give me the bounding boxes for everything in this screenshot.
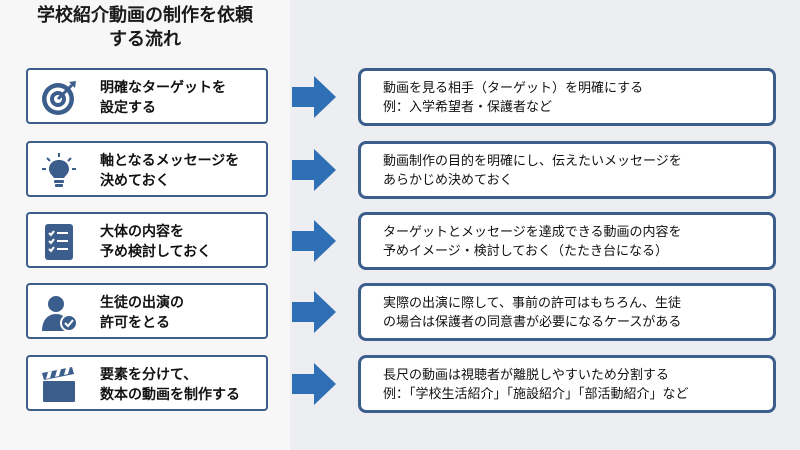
arrow-right-icon: [292, 76, 336, 118]
step-label-line: 数本の動画を制作する: [100, 387, 240, 403]
description-card: 動画制作の目的を明確にし、伝えたいメッセージを あらかじめ決めておく: [358, 141, 776, 199]
step-label: 大体の内容を 予め検討しておく: [100, 222, 266, 262]
description-line: の場合は保護者の同意書が必要になるケースがある: [383, 315, 682, 330]
step-card: 生徒の出演の 許可をとる: [26, 283, 268, 339]
description-card: 長尺の動画は視聴者が離脱しやすいため分割する 例：「学校生活紹介」「施設紹介」「…: [358, 355, 776, 413]
step-label-line: 生徒の出演の: [100, 295, 184, 311]
step-label-line: 要素を分けて、: [100, 367, 198, 383]
description-line: 動画制作の目的を明確にし、伝えたいメッセージを: [383, 154, 682, 169]
arrow-right-icon: [292, 220, 336, 262]
description-text: 動画を見る相手（ターゲット）を明確にする 例：入学希望者・保護者など: [383, 79, 773, 117]
arrow-right-icon: [292, 363, 336, 405]
step-card: 大体の内容を 予め検討しておく: [26, 212, 268, 268]
description-text: 長尺の動画は視聴者が離脱しやすいため分割する 例：「学校生活紹介」「施設紹介」「…: [383, 366, 773, 404]
description-line: 予めイメージ・検討しておく（たたき台になる）: [383, 244, 668, 259]
step-card: 要素を分けて、 数本の動画を制作する: [26, 355, 268, 411]
clapperboard-icon: [38, 365, 80, 405]
page-title: 学校紹介動画の制作を依頼 する流れ: [0, 4, 290, 52]
step-label-line: 決めておく: [100, 173, 170, 189]
description-line: 動画を見る相手（ターゲット）を明確にする: [383, 81, 644, 96]
step-label: 明確なターゲットを 設定する: [100, 78, 266, 118]
title-line-1: 学校紹介動画の制作を依頼: [37, 5, 253, 26]
step-label: 軸となるメッセージを 決めておく: [100, 151, 266, 191]
target-icon: [38, 78, 80, 118]
description-card: 実際の出演に際して、事前の許可はもちろん、生徒 の場合は保護者の同意書が必要にな…: [358, 283, 776, 341]
arrow-right-icon: [292, 291, 336, 333]
description-text: 動画制作の目的を明確にし、伝えたいメッセージを あらかじめ決めておく: [383, 152, 773, 190]
user-check-icon: [38, 293, 80, 333]
flow-row: 生徒の出演の 許可をとる 実際の出演に際して、事前の許可はもちろん、生徒 の場合…: [0, 283, 800, 343]
lightbulb-icon: [38, 151, 80, 191]
step-label-line: 軸となるメッセージを: [100, 153, 240, 169]
title-line-2: する流れ: [109, 29, 181, 50]
step-label: 生徒の出演の 許可をとる: [100, 293, 266, 333]
description-text: 実際の出演に際して、事前の許可はもちろん、生徒 の場合は保護者の同意書が必要にな…: [383, 294, 773, 332]
step-label-line: 予め検討しておく: [100, 244, 212, 260]
step-label-line: 明確なターゲットを: [100, 80, 226, 96]
step-card: 明確なターゲットを 設定する: [26, 68, 268, 124]
description-line: 長尺の動画は視聴者が離脱しやすいため分割する: [383, 368, 669, 383]
description-line: 実際の出演に際して、事前の許可はもちろん、生徒: [383, 296, 681, 311]
description-card: ターゲットとメッセージを達成できる動画の内容を 予めイメージ・検討しておく（たた…: [358, 212, 776, 270]
description-line: あらかじめ決めておく: [383, 173, 513, 188]
checklist-icon: [38, 222, 80, 262]
step-label: 要素を分けて、 数本の動画を制作する: [100, 365, 266, 405]
description-text: ターゲットとメッセージを達成できる動画の内容を 予めイメージ・検討しておく（たた…: [383, 223, 773, 261]
step-card: 軸となるメッセージを 決めておく: [26, 141, 268, 197]
arrow-right-icon: [292, 149, 336, 191]
step-label-line: 許可をとる: [100, 315, 170, 331]
flow-row: 軸となるメッセージを 決めておく 動画制作の目的を明確にし、伝えたいメッセージを…: [0, 141, 800, 201]
step-label-line: 設定する: [100, 100, 156, 116]
step-label-line: 大体の内容を: [100, 224, 184, 240]
description-line: 例：「学校生活紹介」「施設紹介」「部活動紹介」など: [383, 387, 689, 402]
description-card: 動画を見る相手（ターゲット）を明確にする 例：入学希望者・保護者など: [358, 68, 776, 126]
flow-row: 明確なターゲットを 設定する 動画を見る相手（ターゲット）を明確にする 例：入学…: [0, 68, 800, 128]
flow-row: 要素を分けて、 数本の動画を制作する 長尺の動画は視聴者が離脱しやすいため分割す…: [0, 355, 800, 415]
description-line: ターゲットとメッセージを達成できる動画の内容を: [383, 225, 682, 240]
flow-row: 大体の内容を 予め検討しておく ターゲットとメッセージを達成できる動画の内容を …: [0, 212, 800, 272]
description-line: 例：入学希望者・保護者など: [383, 100, 553, 115]
